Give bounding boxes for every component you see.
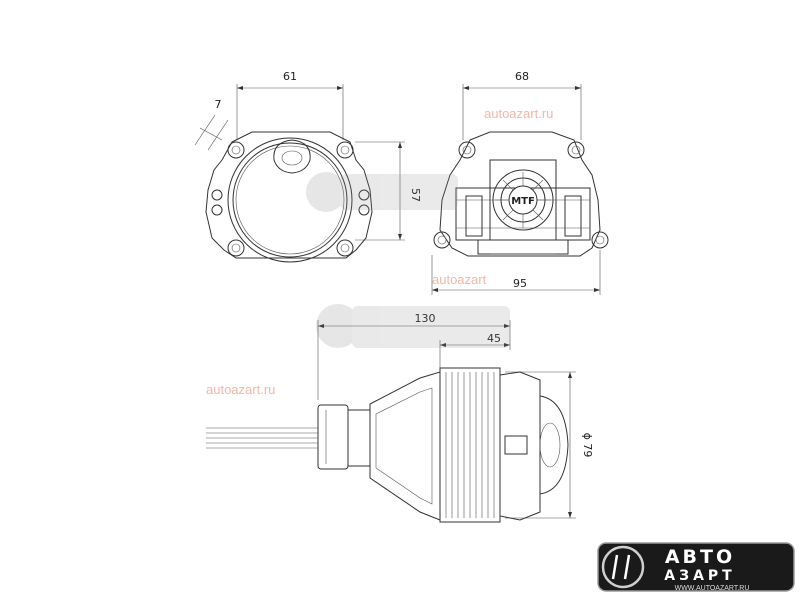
logo-url: WWW.AUTOAZART.RU xyxy=(675,585,750,592)
dim-diameter: ϕ 79 xyxy=(581,433,594,458)
logo-watermark-middle xyxy=(316,304,510,348)
dim-back-width: 68 xyxy=(515,70,529,83)
front-view: 61 7 57 xyxy=(194,70,422,263)
dim-back-overall: 95 xyxy=(513,277,527,290)
logo-word-bottom: АЗАРТ xyxy=(664,568,735,584)
side-view: 130 45 ϕ 79 xyxy=(206,312,594,523)
wires xyxy=(206,427,318,449)
watermark-site-middle: autoazart xyxy=(432,272,487,287)
watermark-site-top: autoazart.ru xyxy=(484,106,553,121)
watermark-site-left: autoazart.ru xyxy=(206,382,275,397)
dim-side-length: 130 xyxy=(415,312,436,325)
logo-watermark-top xyxy=(306,172,458,212)
dim-height: 57 xyxy=(409,188,422,202)
dim-side-depth: 45 xyxy=(487,332,501,345)
back-view: 68 95 MTF xyxy=(431,70,609,295)
mtf-badge: MTF xyxy=(511,196,535,207)
brand-logo: АВТО АЗАРТ WWW.AUTOAZART.RU xyxy=(597,542,795,592)
dim-flange: 7 xyxy=(215,98,222,111)
heatsink-fins xyxy=(445,372,495,518)
dim-front-width: 61 xyxy=(283,70,297,83)
logo-word-top: АВТО xyxy=(665,546,735,568)
